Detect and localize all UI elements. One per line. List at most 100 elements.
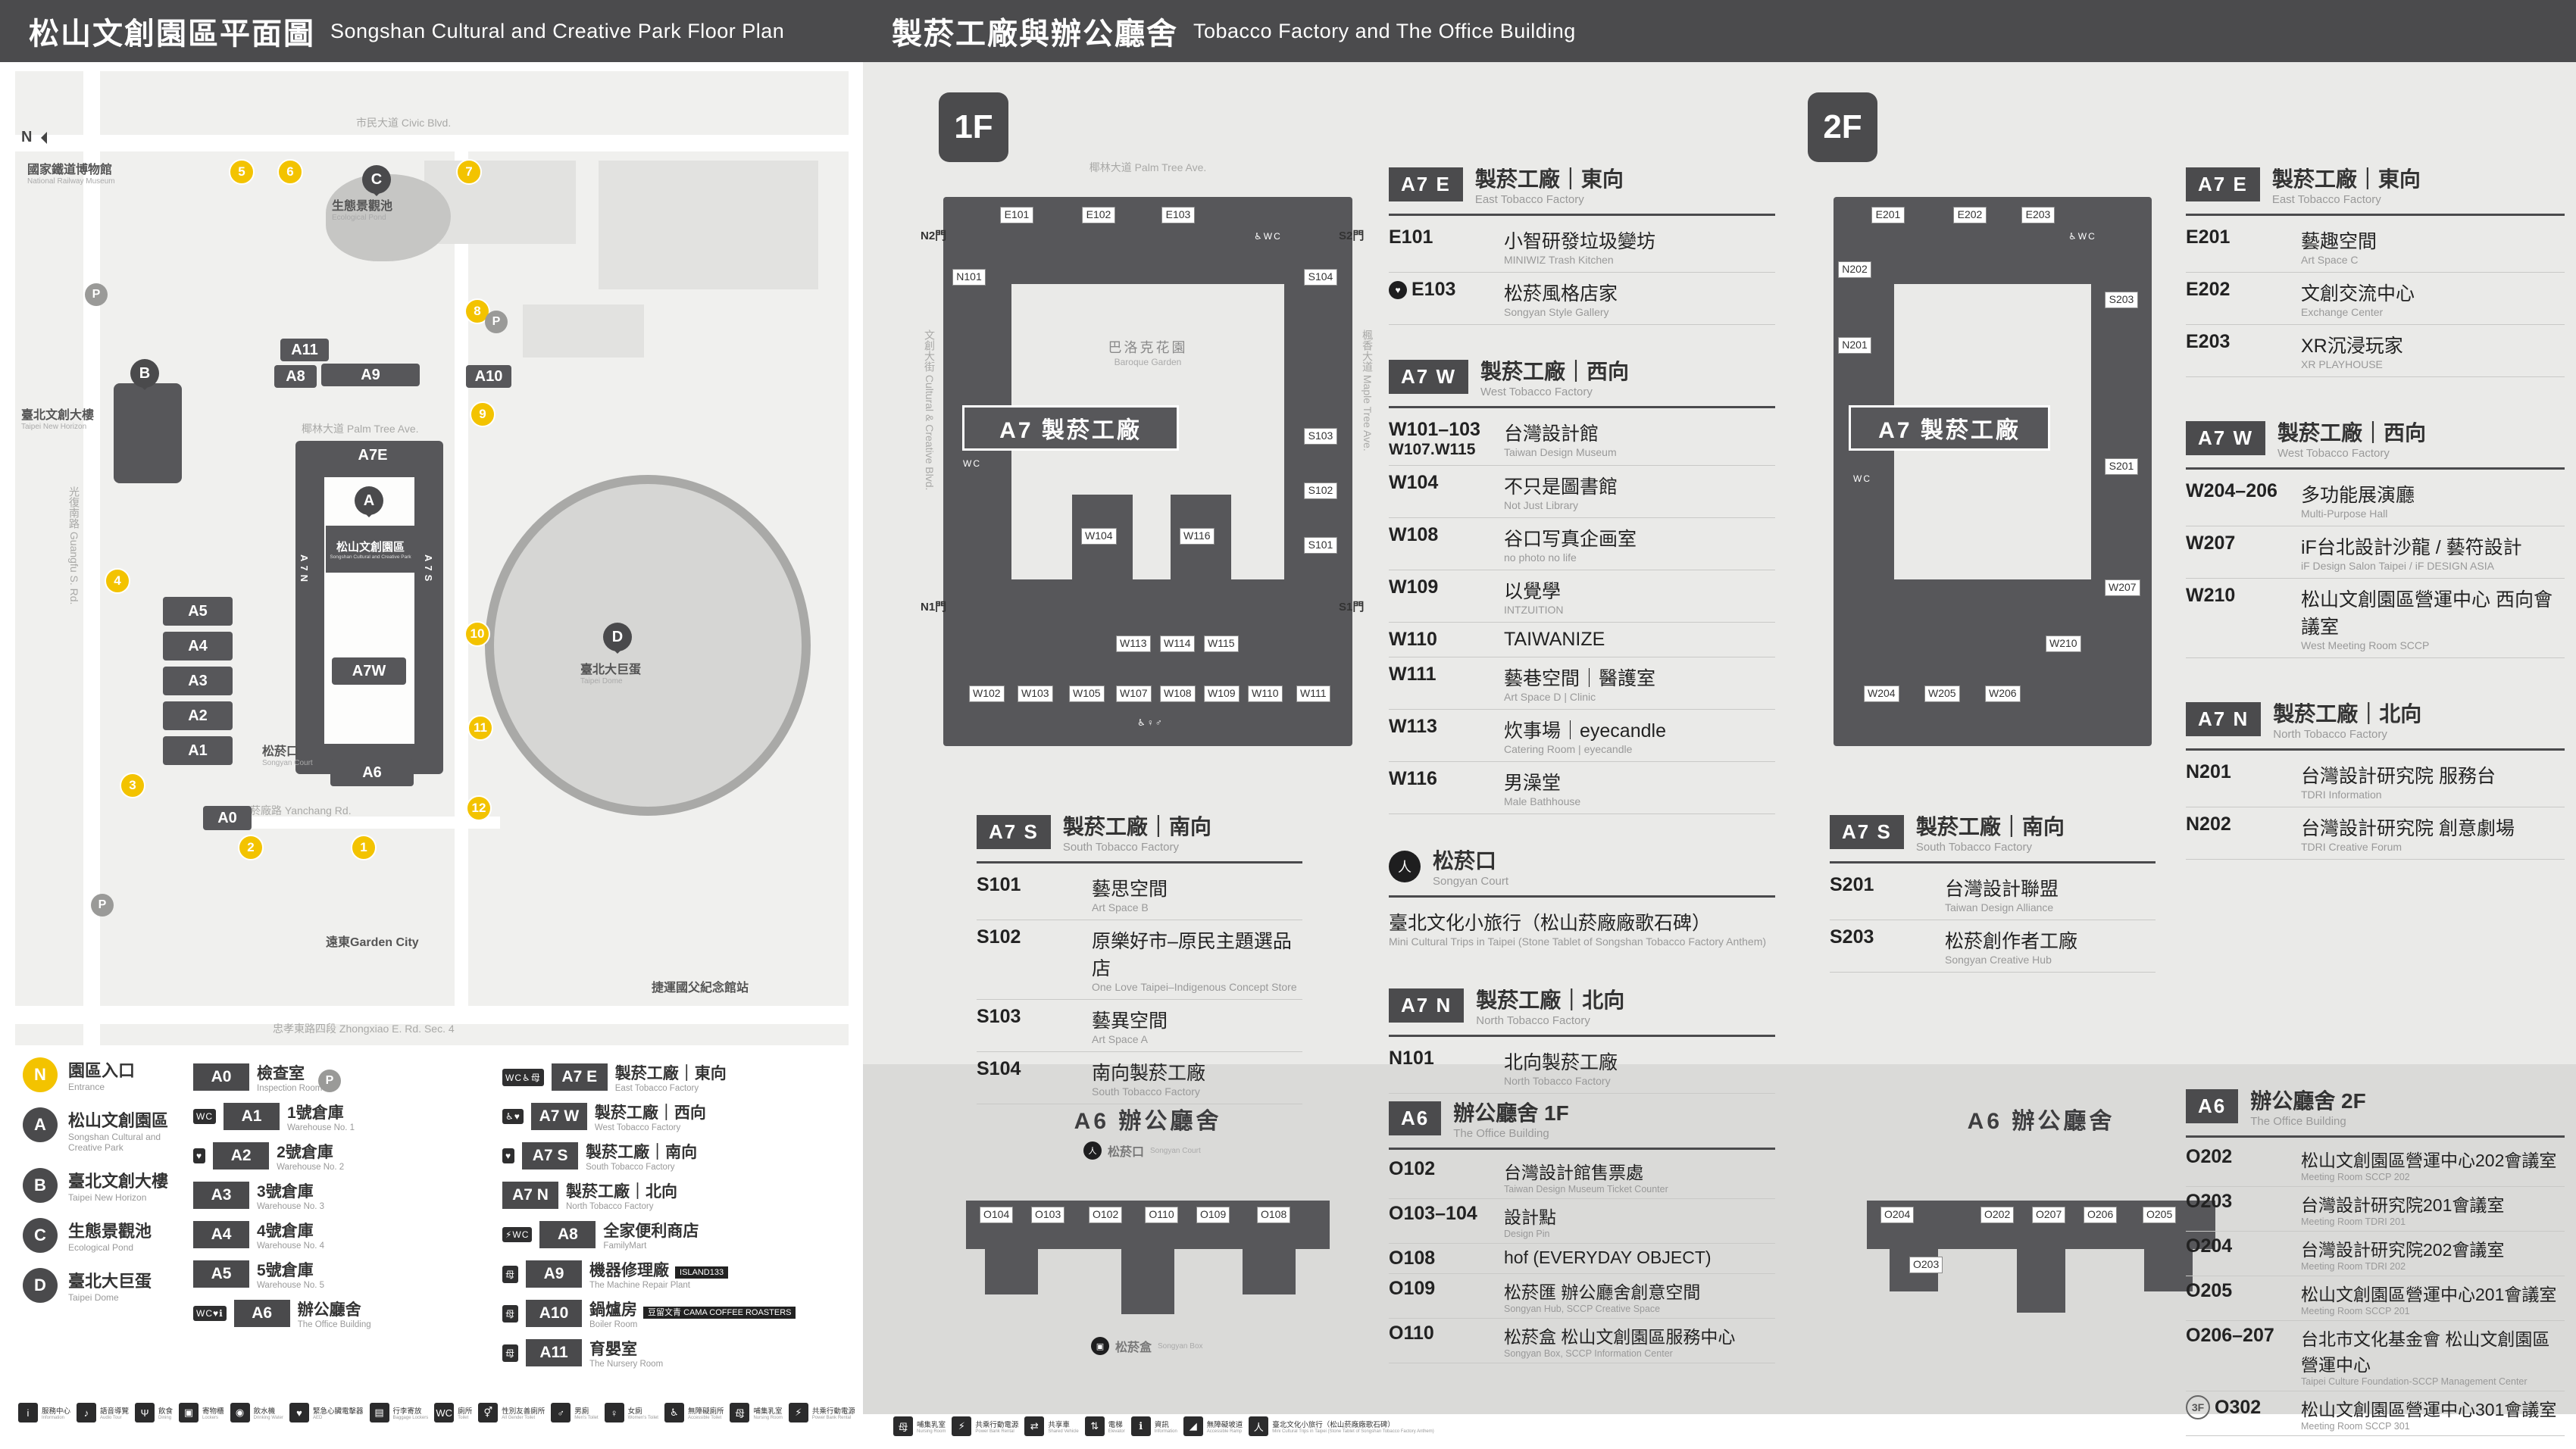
facility-label-en: Nursing Room <box>917 1429 946 1434</box>
section-title-zh: 製菸工廠｜東向 <box>1474 167 1624 191</box>
map-place-label: 臺北文創大樓 Taipei New Horizon <box>21 404 94 431</box>
map-place-label: 臺北大巨蛋 Taipei Dome <box>580 659 641 685</box>
legend-building-item: ⚡WC A8 全家便利商店 FamilyMart <box>502 1215 845 1254</box>
neighbor-block <box>599 161 818 289</box>
facility-label-en: Information <box>1154 1429 1177 1434</box>
room-name-zh: 以覺學 <box>1504 581 1562 602</box>
footer-icon-item: 人 臺北文化小旅行（松山菸廠廠歌石碑） Mini Cultural Trips … <box>1249 1416 1434 1436</box>
floorplan-a6-1f: A6 辦公廳舍 人 松菸口 Songyan Court ▣ 松菸盒 Songya… <box>921 1095 1375 1397</box>
facility-label-zh: 哺集乳室 <box>917 1421 946 1429</box>
building-code-badge: A8 <box>539 1221 596 1248</box>
footer-icon-strip: 母 哺集乳室 Nursing Room ⚡ 共乘行動電源 Power Bank … <box>893 1416 2484 1436</box>
section-header: A7 S 製菸工廠｜南向 South Tobacco Factory <box>977 810 1302 863</box>
room-name-zh: 文創交流中心 <box>2301 283 2415 304</box>
section-badge: A7 N <box>1389 988 1465 1023</box>
section-badge: A7 W <box>2186 421 2265 455</box>
room-tag: O203 <box>1909 1257 1943 1273</box>
facility-icon: i <box>18 1403 38 1422</box>
room-code: E101 <box>1389 226 1433 248</box>
parking-icon: P <box>91 894 114 917</box>
section-badge: A6 <box>2186 1089 2239 1123</box>
section-title-en: West Tobacco Factory <box>2277 447 2390 460</box>
room-tag: W103 <box>1018 685 1053 702</box>
a7s-wing-label: A7S <box>423 554 434 586</box>
room-code: W110 <box>1389 629 1437 650</box>
room-tag: W104 <box>1081 528 1117 545</box>
room-name-zh: 台灣設計研究院 服務台 <box>2301 766 2496 787</box>
court-label-en: Songyan Court <box>1150 1146 1201 1155</box>
building-code-badge: A7 E <box>551 1063 608 1091</box>
footer-icon-item: ♪ 語音導覽 Audio Tour <box>77 1403 129 1422</box>
facility-icon: ♿ <box>664 1403 684 1422</box>
footer-icon-item: ♿ 無障礙廁所 Accessible Toilet <box>664 1403 724 1422</box>
road-guangfu-s-rd <box>83 71 100 1045</box>
building-code-badge: A4 <box>193 1221 249 1248</box>
room-tag: O204 <box>1880 1207 1915 1223</box>
legend-building-item: WC♥ℹ A6 辦公廳舍 The Office Building <box>193 1294 502 1333</box>
entrance-number-marker: 9 <box>470 401 496 427</box>
room-name-en: TDRI Creative Forum <box>2301 841 2402 853</box>
section-title-en: North Tobacco Factory <box>2273 728 2387 741</box>
building-code-badge: A1 <box>224 1103 280 1130</box>
room-name-en: iF Design Salon Taipei / iF DESIGN ASIA <box>2301 560 2494 572</box>
a6-wing <box>985 1249 1038 1294</box>
street-label: 菸廠路 Yanchang Rd. <box>250 804 352 817</box>
room-tag: E202 <box>1953 207 1987 223</box>
building-name-zh: 3號倉庫 <box>257 1183 314 1201</box>
place-name-zh: 國家鐵道博物館 <box>27 164 113 176</box>
gate-label: N2門 <box>921 230 947 242</box>
entrance-number-marker: 7 <box>456 159 482 185</box>
place-name-en: National Railway Museum <box>27 177 115 186</box>
legend-marker-item: D 臺北大巨蛋 Taipei Dome <box>23 1268 193 1303</box>
room-name-zh: 炊事場｜eyecandle <box>1504 720 1666 742</box>
facility-icon: Ψ <box>135 1403 155 1422</box>
room-row: O108 hof (EVERYDAY OBJECT) <box>1389 1244 1775 1274</box>
room-name-zh: 台灣設計聯盟 <box>1945 879 2059 900</box>
place-name-zh: 遠東Garden City <box>326 936 419 949</box>
room-code: E203 <box>2186 331 2231 352</box>
legend-building-item: A0 檢查室 Inspection Room <box>193 1057 502 1097</box>
room-code: W111 <box>1389 664 1436 685</box>
room-name-zh: 藝趣空間 <box>2301 231 2377 252</box>
facility-label-en: Shared Vehicle <box>1048 1429 1079 1434</box>
room-name-en: South Tobacco Factory <box>1092 1085 1200 1098</box>
footer-icon-item: ⇄ 共享車 Shared Vehicle <box>1024 1416 1079 1436</box>
facility-label-en: Nursing Room <box>753 1416 783 1420</box>
room-name-zh: 原樂好市–原民主題選品店 <box>1092 931 1292 979</box>
building-name-zh: 2號倉庫 <box>277 1144 333 1161</box>
building-name-zh: 育嬰室 <box>589 1341 638 1358</box>
building-code-badge: A7 W <box>530 1103 587 1130</box>
room-tag: W206 <box>1985 685 2021 702</box>
room-code: O204 <box>2186 1235 2233 1257</box>
legend-building-item: WC A1 1號倉庫 Warehouse No. 1 <box>193 1097 502 1136</box>
facility-label-en: Audio Tour <box>100 1416 122 1420</box>
building-name-zh: 製菸工廠｜東向 <box>614 1065 727 1082</box>
section-title-en: South Tobacco Factory <box>1915 841 2032 854</box>
map-building-badge: A5 <box>163 597 233 626</box>
room-name-en: Taipei Culture Foundation-SCCP Managemen… <box>2301 1376 2528 1387</box>
room-name-en: Taiwan Design Museum <box>1504 446 1617 458</box>
room-tag: W113 <box>1116 635 1151 652</box>
legend-building-item: A7 N 製菸工廠｜北向 North Tobacco Factory <box>502 1176 845 1215</box>
room-tag: E102 <box>1082 207 1115 223</box>
room-tag: E103 <box>1161 207 1195 223</box>
room-name-zh: iF台北設計沙龍 / 藝符設計 <box>2301 537 2522 558</box>
footer-icon-item: 母 哺集乳室 Nursing Room <box>893 1416 946 1436</box>
room-name-en: Songyan Style Gallery <box>1504 306 1609 318</box>
footer-icon-item: WC 廁所 Toilet <box>434 1403 472 1422</box>
legend-marker-zh: 臺北大巨蛋 <box>68 1272 152 1291</box>
section-title-en: South Tobacco Factory <box>1062 841 1179 854</box>
road-yanchang-rd <box>227 817 500 829</box>
room-code: S201 <box>1830 874 1874 895</box>
section-badge: A7 W <box>1389 360 1468 394</box>
room-name-zh: 台灣設計研究院202會議室 <box>2301 1240 2505 1260</box>
section-title-zh: 製菸工廠｜南向 <box>1062 815 1211 838</box>
building-name-en: Warehouse No. 2 <box>277 1163 345 1172</box>
room-tag: W111 <box>1296 685 1330 702</box>
section-badge: A7 S <box>977 815 1051 849</box>
footer-icon-item: ⇅ 電梯 Elevator <box>1084 1416 1125 1436</box>
